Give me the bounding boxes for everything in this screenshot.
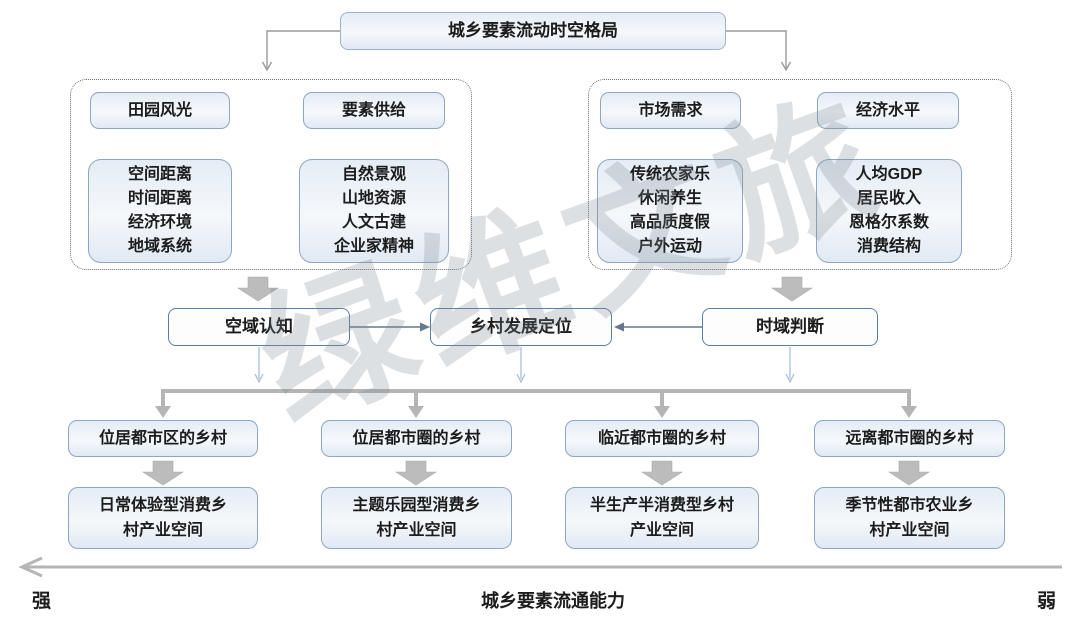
village-type-box-3: 临近都市圈的乡村 [565,420,759,457]
industry-space-box-1: 日常体验型消费乡村产业空间 [68,487,258,549]
industry-space-label: 季节性都市农业乡村产业空间 [845,497,974,539]
industry-space-label: 日常体验型消费乡村产业空间 [98,497,227,539]
item-line: 户外运动 [637,238,702,255]
items-box-market-demand: 传统农家乐 休闲养生 高品质度假 户外运动 [597,159,743,263]
item-line: 经济环境 [127,214,192,231]
industry-space-label: 半生产半消费型乡村产业空间 [590,497,735,539]
item-line: 山地资源 [341,190,406,207]
block-arrows-column-down [141,460,931,486]
title-box: 城乡要素流动时空格局 [340,12,726,50]
connector-decision-to-bar [254,347,795,384]
item-line: 自然景观 [341,166,406,183]
village-type-label: 位居都市圈的乡村 [352,429,481,447]
item-line: 空间距离 [127,166,192,183]
industry-space-label: 主题乐园型消费乡村产业空间 [352,497,481,539]
header-label: 要素供给 [341,101,406,119]
block-arrow-left-group-down [236,276,280,302]
village-type-label: 位居都市区的乡村 [98,429,227,447]
header-box-market-demand: 市场需求 [600,92,741,129]
village-type-label: 临近都市圈的乡村 [597,429,726,447]
item-line: 企业家精神 [333,238,414,255]
connector-temporal-to-center [614,322,702,332]
item-line: 传统农家乐 [629,166,710,183]
connector-title-to-right-group [726,30,792,72]
items-box-element-supply: 自然景观 山地资源 人文古建 企业家精神 [299,159,449,263]
village-type-box-1: 位居都市区的乡村 [68,420,258,457]
connector-spatial-to-center [350,322,430,332]
village-type-label: 远离都市圈的乡村 [845,429,974,447]
decision-box-temporal-judgment: 时域判断 [702,308,878,346]
header-box-economic-level: 经济水平 [817,92,959,129]
industry-space-box-2: 主题乐园型消费乡村产业空间 [321,487,512,549]
block-arrow-right-group-down [770,276,814,302]
distribution-bar-arrowheads [155,406,917,418]
axis-strong-label: 强 [32,591,52,612]
header-label: 田园风光 [127,101,192,119]
village-type-box-2: 位居都市圈的乡村 [321,420,512,457]
item-line: 时间距离 [127,190,192,207]
item-line: 居民收入 [856,190,921,207]
header-box-pastoral-scenery: 田园风光 [90,92,230,129]
item-line: 休闲养生 [637,190,702,207]
distribution-bar [161,389,911,408]
title-text: 城乡要素流动时空格局 [448,20,618,40]
axis-weak-label: 弱 [1037,591,1057,612]
decision-box-spatial-cognition: 空域认知 [168,308,350,346]
decision-label: 空域认知 [225,316,293,336]
item-line: 地域系统 [127,238,192,255]
item-line: 人文古建 [341,214,406,231]
axis-title: 城乡要素流通能力 [481,591,625,611]
items-box-economic-level: 人均GDP 居民收入 恩格尔系数 消费结构 [816,159,962,263]
decision-label: 时域判断 [756,316,824,336]
decision-label: 乡村发展定位 [470,316,572,336]
item-line: 高品质度假 [629,214,710,231]
item-line: 消费结构 [856,238,921,255]
decision-box-village-positioning: 乡村发展定位 [430,308,612,346]
header-label: 市场需求 [638,101,703,119]
header-label: 经济水平 [855,101,920,119]
items-box-pastoral-scenery: 空间距离 时间距离 经济环境 地域系统 [88,159,232,263]
village-type-box-4: 远离都市圈的乡村 [814,420,1005,457]
industry-space-box-3: 半生产半消费型乡村产业空间 [565,487,759,549]
industry-space-box-4: 季节性都市农业乡村产业空间 [814,487,1005,549]
item-line: 人均GDP [855,166,923,183]
header-box-element-supply: 要素供给 [303,92,445,129]
capacity-axis-arrow [18,556,1062,578]
connector-title-to-left-group [261,30,340,72]
item-line: 恩格尔系数 [848,214,929,231]
